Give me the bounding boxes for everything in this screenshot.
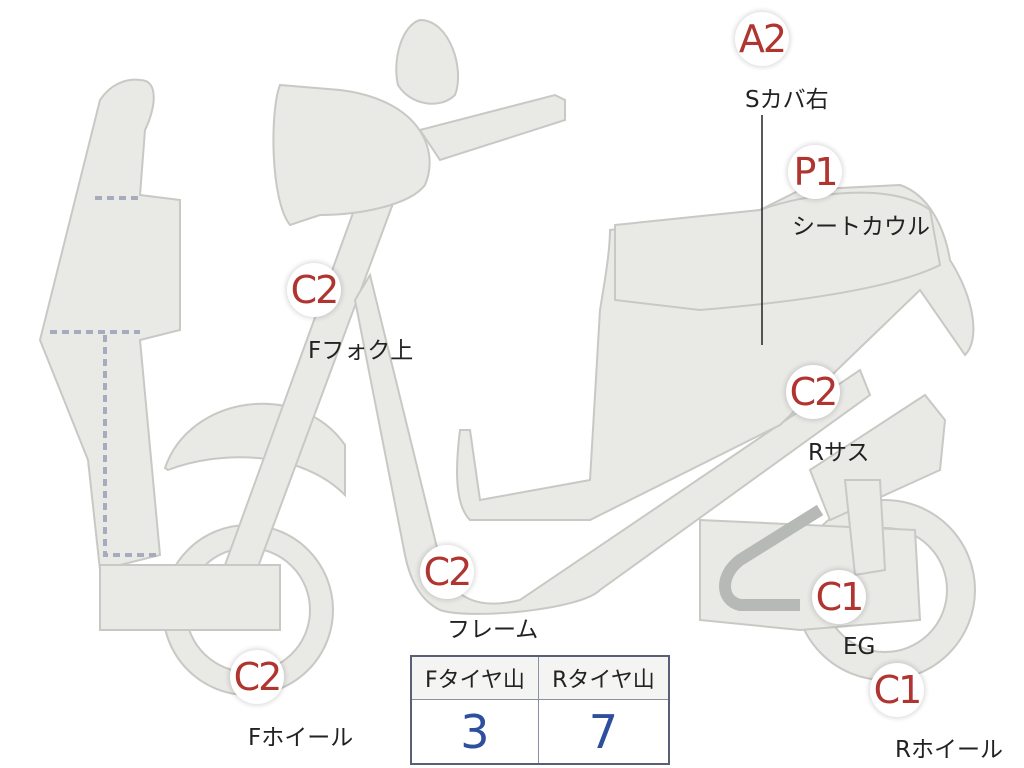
frame-tube bbox=[353, 272, 872, 615]
headlight bbox=[272, 83, 431, 227]
label-a2: Sカバ右 bbox=[745, 87, 829, 113]
handlebar bbox=[418, 93, 566, 162]
badge-c1-rwheel: C1 bbox=[870, 663, 924, 717]
tire-table-value-row: 3 7 bbox=[410, 699, 670, 765]
label-c2-rsus: Rサス bbox=[808, 440, 870, 466]
badge-c1-eg: C1 bbox=[812, 570, 866, 624]
badge-c2-frame: C2 bbox=[420, 545, 474, 599]
footboard bbox=[99, 564, 281, 631]
rear-shock bbox=[808, 393, 947, 522]
badge-c2-ffork: C2 bbox=[287, 263, 341, 317]
mirror bbox=[395, 18, 460, 105]
label-c2-frame: フレーム bbox=[447, 617, 539, 643]
badge-p1: P1 bbox=[788, 145, 842, 199]
label-c2-fwheel: Fホイール bbox=[248, 725, 354, 751]
value-rear-tire: 7 bbox=[537, 699, 670, 765]
label-c2-ffork: Fフォク上 bbox=[308, 338, 414, 364]
badge-c2-fwheel: C2 bbox=[230, 650, 284, 704]
label-c1-rwheel: Rホイール bbox=[895, 737, 1003, 763]
engine-pipe bbox=[719, 504, 824, 611]
label-p1: シートカウル bbox=[792, 214, 930, 240]
tire-table-header-row: Fタイヤ山 Rタイヤ山 bbox=[410, 655, 670, 700]
label-c1-eg: EG bbox=[843, 634, 876, 660]
leg-shield-dots bbox=[50, 196, 160, 557]
rear-shock-arm bbox=[843, 479, 887, 577]
header-front-tire: Fタイヤ山 bbox=[410, 655, 539, 700]
badge-c2-rsus: C2 bbox=[786, 365, 840, 419]
value-front-tire: 3 bbox=[410, 699, 539, 765]
tire-tread-table: Fタイヤ山 Rタイヤ山 3 7 bbox=[410, 655, 670, 765]
header-rear-tire: Rタイヤ山 bbox=[537, 655, 670, 700]
badge-a2: A2 bbox=[735, 12, 789, 66]
leg-shield bbox=[38, 78, 181, 572]
